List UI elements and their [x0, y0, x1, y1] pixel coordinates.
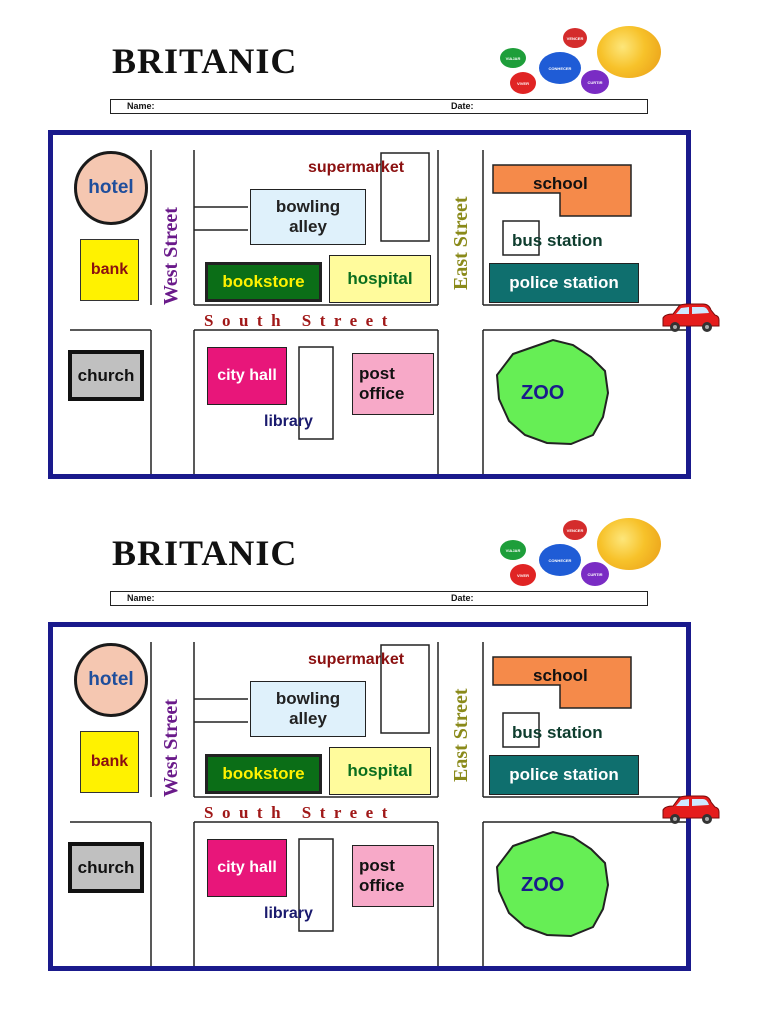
bus-station-label: bus station	[512, 231, 603, 250]
zoo-label: ZOO	[521, 382, 565, 404]
bubble-conhecer: CONHECER	[539, 52, 581, 84]
car-icon	[662, 303, 720, 332]
church-building: church	[68, 350, 144, 401]
hotel-building: hotel	[74, 643, 148, 717]
church-building: church	[68, 842, 144, 893]
city-hall-building: city hall	[207, 347, 287, 405]
post-office-building: post office	[352, 353, 434, 415]
post-label-line-1: post	[359, 856, 395, 876]
bubble-viver: VIVER	[510, 564, 536, 586]
bus-station-label: bus station	[512, 723, 603, 742]
town-map: hotel bank church West Street East Stree…	[48, 622, 691, 971]
school-label: school	[533, 666, 588, 685]
post-label-line-2: office	[359, 876, 405, 895]
bubble-viver: VIVER	[510, 72, 536, 94]
west-street-label: West Street	[160, 207, 182, 305]
language-bubbles-logo: VIAJAR VIVER CONHECER VENCER CURTIR	[495, 26, 665, 100]
bubble-curtir: CURTIR	[581, 562, 609, 586]
school-shape	[492, 164, 632, 217]
bubble-conhecer: CONHECER	[539, 544, 581, 576]
bank-building: bank	[80, 239, 139, 301]
globe-icon	[597, 518, 661, 570]
bowling-label-line-2: alley	[289, 709, 327, 728]
bowling-label-line-1: bowling	[275, 689, 341, 709]
name-date-bar: Name: Date:	[110, 591, 648, 606]
bubble-vencer: VENCER	[563, 28, 587, 48]
worksheet-1: BRITANIC VIAJAR VIVER CONHECER VENCER CU…	[0, 0, 768, 490]
car-icon	[662, 795, 720, 824]
globe-icon	[597, 26, 661, 78]
bubble-curtir: CURTIR	[581, 70, 609, 94]
library-label: library	[264, 413, 313, 430]
zoo-area	[495, 830, 610, 938]
bowling-alley-building: bowling alley	[250, 189, 366, 245]
east-street-label: East Street	[450, 688, 472, 783]
bowling-alley-building: bowling alley	[250, 681, 366, 737]
post-office-building: post office	[352, 845, 434, 907]
south-street-label: South Street	[204, 311, 396, 330]
bowling-label-line-2: alley	[289, 217, 327, 236]
police-station-building: police station	[489, 755, 639, 795]
south-street-label: South Street	[204, 803, 396, 822]
bank-building: bank	[80, 731, 139, 793]
town-map: hotel bank church West Street East Stree…	[48, 130, 691, 479]
date-label: Date:	[451, 101, 474, 111]
post-label-line-1: post	[359, 364, 395, 384]
brand-logo: BRITANIC	[112, 41, 298, 81]
school-label: school	[533, 174, 588, 193]
hotel-building: hotel	[74, 151, 148, 225]
hospital-building: hospital	[329, 747, 431, 795]
city-hall-building: city hall	[207, 839, 287, 897]
bubble-viajar: VIAJAR	[500, 540, 526, 560]
street-lines	[70, 642, 686, 966]
bookstore-building: bookstore	[205, 754, 322, 794]
brand-logo: BRITANIC	[112, 533, 298, 573]
bookstore-building: bookstore	[205, 262, 322, 302]
name-date-bar: Name: Date:	[110, 99, 648, 114]
bowling-label-line-1: bowling	[275, 197, 341, 217]
post-label-line-2: office	[359, 384, 405, 403]
bubble-vencer: VENCER	[563, 520, 587, 540]
name-label: Name:	[127, 593, 155, 603]
library-label: library	[264, 905, 313, 922]
supermarket-label: supermarket	[308, 159, 405, 176]
worksheet-2: BRITANIC VIAJAR VIVER CONHECER VENCER CU…	[0, 492, 768, 982]
bubble-viajar: VIAJAR	[500, 48, 526, 68]
hospital-building: hospital	[329, 255, 431, 303]
east-street-label: East Street	[450, 196, 472, 291]
west-street-label: West Street	[160, 699, 182, 797]
street-lines	[70, 150, 686, 474]
school-shape	[492, 656, 632, 709]
police-station-building: police station	[489, 263, 639, 303]
zoo-area	[495, 338, 610, 446]
name-label: Name:	[127, 101, 155, 111]
supermarket-label: supermarket	[308, 651, 405, 668]
language-bubbles-logo: VIAJAR VIVER CONHECER VENCER CURTIR	[495, 518, 665, 592]
date-label: Date:	[451, 593, 474, 603]
zoo-label: ZOO	[521, 874, 565, 896]
